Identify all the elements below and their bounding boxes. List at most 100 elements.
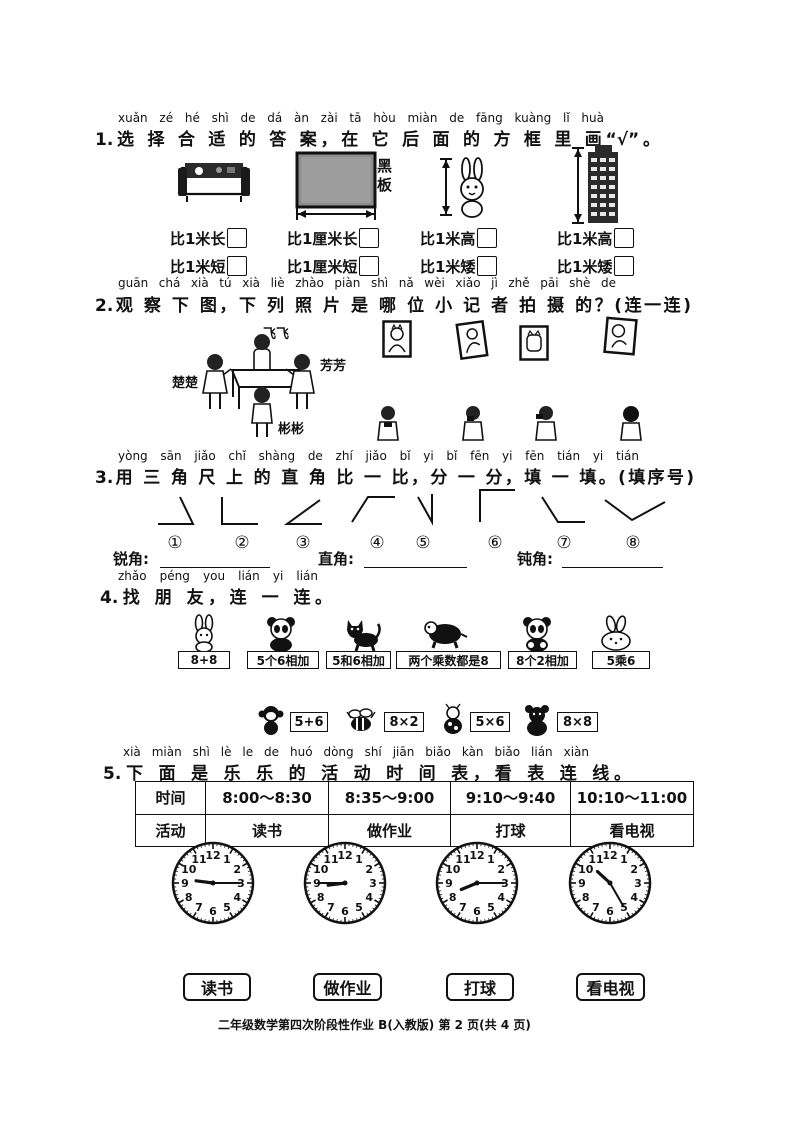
hour-hand xyxy=(595,869,612,885)
angle-3 xyxy=(283,499,322,525)
clock-number: 5 xyxy=(620,901,628,914)
clock-tick xyxy=(196,847,199,850)
clock-tick xyxy=(224,918,226,921)
clock-tick xyxy=(224,845,226,848)
rabbit-icon xyxy=(194,614,214,653)
monkey-icon xyxy=(258,706,284,735)
clock-tick xyxy=(374,862,380,867)
clock-tick xyxy=(453,912,456,915)
clock-tick xyxy=(453,851,456,854)
answer-checkbox[interactable] xyxy=(614,256,635,276)
clock-tick xyxy=(575,899,581,904)
answer-checkbox[interactable] xyxy=(477,228,498,248)
clock-tick xyxy=(583,910,586,913)
clock-tick xyxy=(504,907,507,910)
clock-tick xyxy=(442,899,448,904)
clock-tick xyxy=(639,859,642,862)
clock-number: 7 xyxy=(195,901,203,914)
clock-tick xyxy=(229,848,234,854)
clock-tick xyxy=(460,847,463,850)
activity-cell: 做作业 xyxy=(328,813,451,847)
right-angle-blank[interactable] xyxy=(364,567,467,568)
reporter-2 xyxy=(462,406,484,441)
clock-number: 11 xyxy=(191,853,206,866)
option-label: 比1米短 xyxy=(170,257,226,276)
clock-tick xyxy=(374,899,380,904)
clock-tick xyxy=(597,918,599,921)
option-label: 比1米矮 xyxy=(557,257,613,276)
clock-tick xyxy=(586,851,589,854)
clock-tick xyxy=(445,859,448,862)
clock-number: 6 xyxy=(606,905,614,918)
panda-icon xyxy=(267,617,295,652)
clock-tick xyxy=(464,918,466,921)
activity-cell: 读书 xyxy=(205,813,329,847)
clock-number: 10 xyxy=(181,863,197,876)
clock-tick xyxy=(328,916,331,919)
clock-tick xyxy=(242,859,245,862)
answer-checkbox[interactable] xyxy=(477,256,498,276)
clock-tick xyxy=(621,918,623,921)
time-cell: 9:10～9:40 xyxy=(450,781,571,815)
clock-tick xyxy=(192,912,197,918)
clock-tick xyxy=(361,912,366,918)
answer-checkbox[interactable] xyxy=(359,256,380,276)
blackboard-label: 黑板 xyxy=(377,157,393,194)
clock-number: 4 xyxy=(365,891,373,904)
clock-number: 8 xyxy=(582,891,590,904)
angle-6 xyxy=(479,489,515,522)
clock-tick xyxy=(246,866,249,869)
clock-tick xyxy=(445,904,448,907)
clock-tick xyxy=(450,853,453,856)
clock-tick xyxy=(498,912,501,915)
clock-tick xyxy=(488,845,490,848)
clock-tick xyxy=(626,912,631,918)
obtuse-angle-blank[interactable] xyxy=(562,567,663,568)
reporter-3 xyxy=(535,406,557,441)
clock-tick xyxy=(441,866,444,869)
clock-tick xyxy=(183,907,186,910)
angle-label-5: ⑤ xyxy=(415,533,431,553)
answer-checkbox[interactable] xyxy=(359,228,380,248)
clock-tick xyxy=(572,894,575,896)
answer-checkbox[interactable] xyxy=(227,228,248,248)
clock-tick xyxy=(574,866,577,869)
label-binbin: 彬彬 xyxy=(278,422,305,437)
clock-tick xyxy=(491,847,494,850)
clock-number: 6 xyxy=(209,905,217,918)
clock-tick xyxy=(227,847,230,850)
blackboard-illustration xyxy=(295,151,377,220)
clock-number: 3 xyxy=(501,877,509,890)
clock-tick xyxy=(177,866,180,869)
clock-tick xyxy=(189,912,192,915)
q3-pinyin: yòng sān jiǎo chǐ shàng de zhí jiǎo bǐ y… xyxy=(118,449,639,463)
clock-tick xyxy=(643,866,646,869)
clock-center xyxy=(342,880,348,886)
option-sofa-longer: 比1米长 xyxy=(170,227,248,249)
expression-box: 8个2相加 xyxy=(508,651,577,669)
clock-tick xyxy=(248,894,251,896)
clock-tick xyxy=(372,856,375,859)
q4-question: 4.找 朋 友，连 一 连。 xyxy=(100,588,332,608)
time-cell: 10:10～11:00 xyxy=(570,781,694,815)
clock-tick xyxy=(307,894,310,896)
clock-number: 8 xyxy=(449,891,457,904)
angle-label-6: ⑥ xyxy=(487,533,503,553)
clock-number: 12 xyxy=(337,849,352,862)
clock-number: 8 xyxy=(185,891,193,904)
clock-tick xyxy=(374,859,377,862)
clock-number: 3 xyxy=(369,877,377,890)
clock-tick xyxy=(240,856,243,859)
clock-tick xyxy=(189,851,192,854)
answer-checkbox[interactable] xyxy=(614,228,635,248)
clock-tick xyxy=(181,859,184,862)
acute-angle-blank[interactable] xyxy=(160,567,270,568)
clock-tick xyxy=(234,912,237,915)
clock-tick xyxy=(578,904,581,907)
clock-number: 4 xyxy=(630,891,638,904)
clock-number: 5 xyxy=(355,901,363,914)
answer-checkbox[interactable] xyxy=(227,256,248,276)
clock-tick xyxy=(447,907,450,910)
